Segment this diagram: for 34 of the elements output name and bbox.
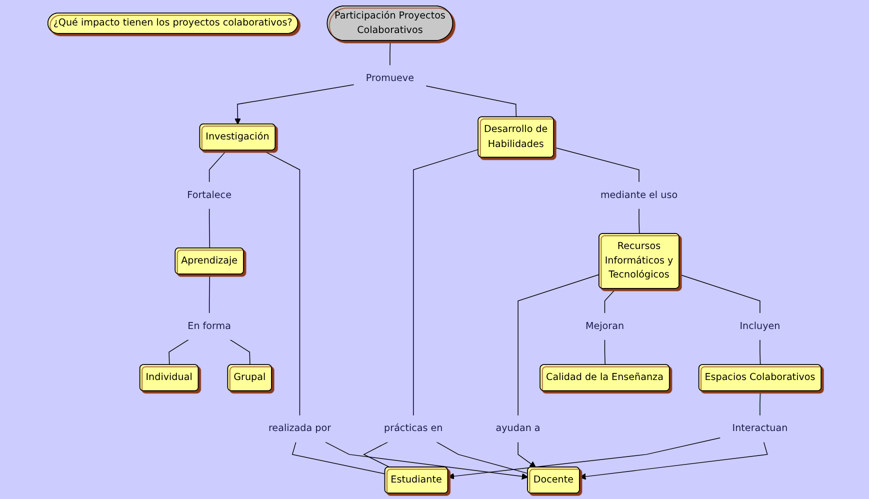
arrow [324, 442, 528, 480]
node-text: realizada por [268, 423, 332, 434]
connector [679, 274, 760, 314]
connector [760, 339, 761, 366]
connector [390, 40, 391, 66]
connector [230, 339, 250, 366]
node-text: Promueve [366, 72, 414, 84]
arrow [579, 442, 768, 480]
connector [604, 339, 606, 366]
connector [436, 442, 528, 474]
node-text: Interactuan [732, 423, 788, 434]
node-text: ayudan a [496, 423, 540, 434]
node-text: Incluyen [740, 320, 780, 332]
node-text: mediante el uso [600, 190, 678, 201]
connector [208, 208, 210, 249]
connector [262, 150, 300, 416]
arrow [518, 442, 536, 468]
connector [759, 391, 761, 416]
connector [413, 149, 479, 416]
connector [168, 339, 190, 366]
connector [604, 288, 616, 314]
connector [208, 150, 227, 183]
node-text: Mejoran [585, 320, 624, 332]
node-text: Fortalece [187, 190, 232, 201]
node-text: prácticas en [384, 423, 443, 434]
connector [208, 274, 210, 314]
connector [518, 274, 600, 416]
arrow [234, 84, 355, 125]
node-text: En forma [188, 320, 232, 332]
connector [638, 208, 640, 234]
connector [425, 86, 517, 118]
arrow [448, 437, 721, 480]
connector [554, 147, 640, 183]
connector [292, 442, 386, 474]
